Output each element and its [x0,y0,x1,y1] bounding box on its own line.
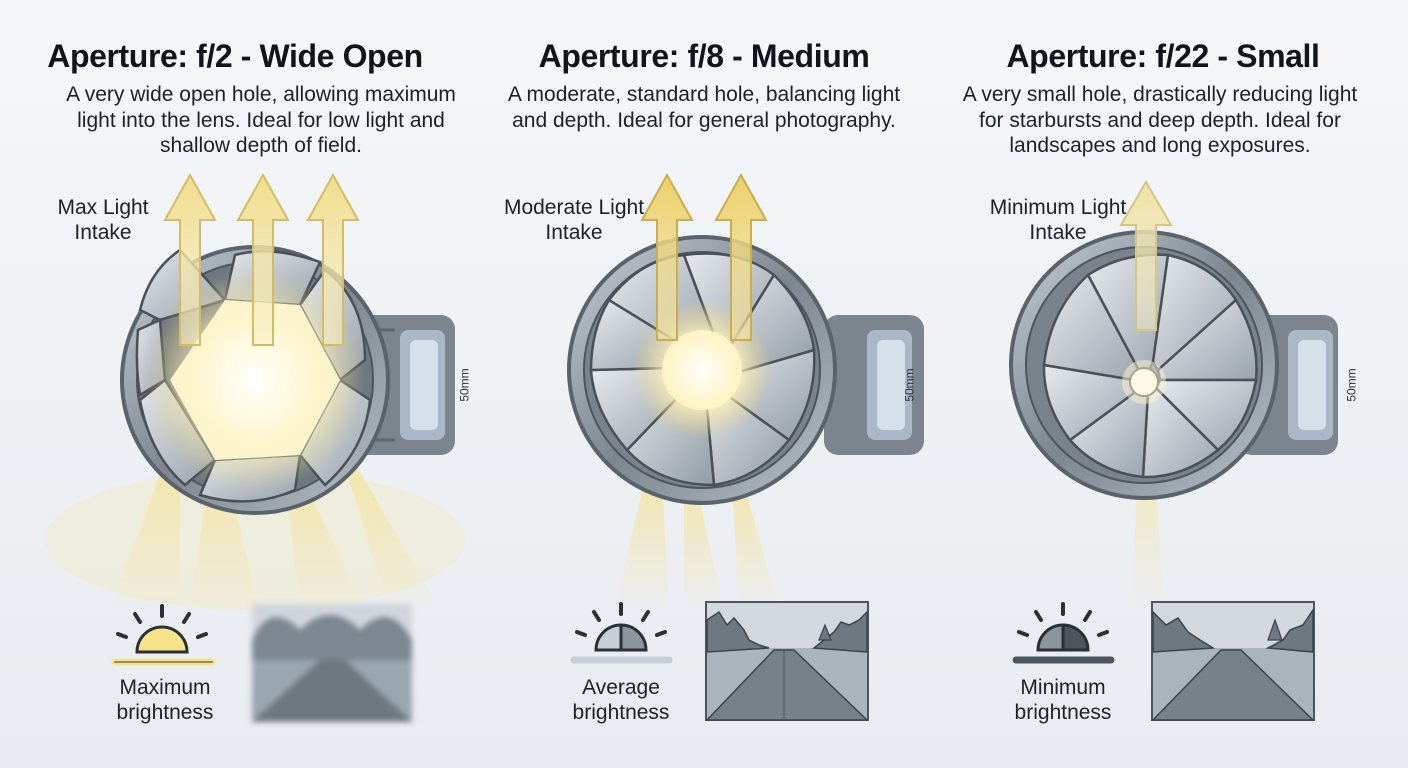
light-intake-label: Minimum Light Intake [989,196,1127,244]
light-arrows [163,172,360,346]
lens-illustration [1009,180,1338,721]
aperture-blades [1042,253,1258,479]
panel-description: A moderate, standard hole, balancing lig… [507,83,901,132]
light-arrows [640,172,768,341]
aperture-panel-f22: Aperture: f/22 - Small A very small hole… [938,0,1407,768]
panel-title: Aperture: f/2 - Wide Open [47,38,423,74]
light-arrows [1119,180,1173,331]
light-beam [190,430,260,610]
focal-length-label: 50mm [1344,368,1359,402]
panel-description: A very small hole, drastically reducing … [962,83,1358,157]
panel-title: Aperture: f/8 - Medium [538,38,870,74]
panel-description: A very wide open hole, allowing maximum … [66,83,456,157]
blurred-scene-thumbnail [252,604,412,722]
lens-illustration [567,172,924,721]
brightness-label: Average brightness [572,676,670,724]
sharp-scene-thumbnail [705,601,869,721]
focal-length-label: 50mm [902,368,917,402]
panel-title: Aperture: f/22 - Small [1006,38,1320,74]
sharp-scene-thumbnail [1151,601,1315,721]
sun-icon [111,604,216,666]
aperture-panel-f8: Aperture: f/8 - Medium A moderate, stand… [469,0,938,768]
light-intake-label: Moderate Light Intake [503,196,645,244]
sun-icon [570,602,673,664]
brightness-label: Minimum brightness [1014,676,1112,724]
sun-icon [1012,602,1115,664]
lens-illustration [45,172,465,722]
light-intake-label: Max Light Intake [57,196,149,244]
brightness-label: Maximum brightness [116,676,214,724]
aperture-panel-f2: Aperture: f/2 - Wide Open A very wide op… [0,0,472,768]
